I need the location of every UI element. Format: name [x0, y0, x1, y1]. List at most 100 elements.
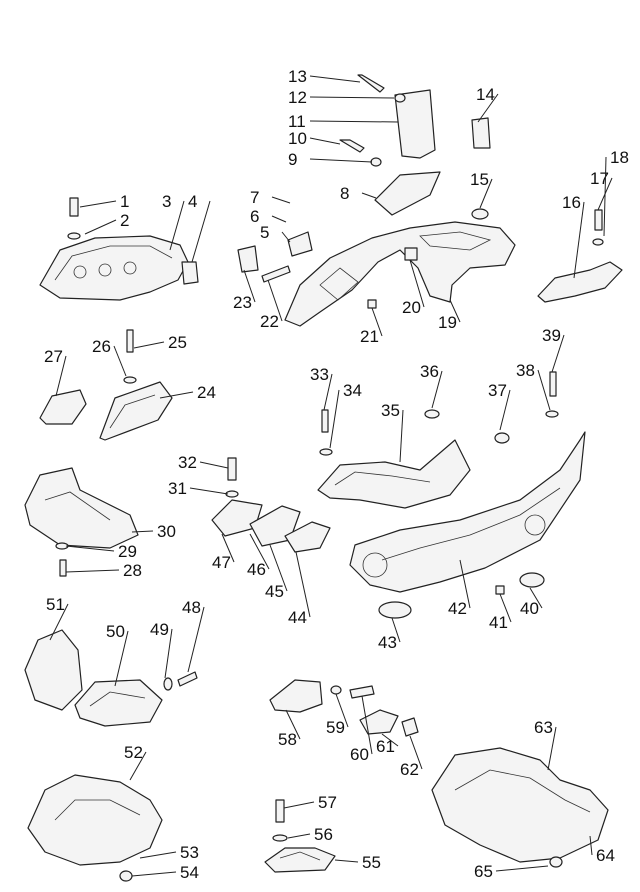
callout-number-62: 62	[400, 760, 419, 779]
leader-line-23	[243, 269, 256, 303]
callout-number-36: 36	[420, 362, 439, 381]
leader-line-4	[191, 200, 211, 263]
leader-line-16	[573, 201, 585, 279]
callout-number-46: 46	[247, 560, 266, 579]
callout-number-19: 19	[438, 313, 457, 332]
callout-number-3: 3	[162, 192, 171, 211]
leader-line-2	[84, 219, 117, 235]
leader-line-58	[285, 709, 301, 740]
callout-number-53: 53	[180, 843, 199, 862]
callout-number-23: 23	[233, 293, 252, 312]
leader-line-18	[603, 156, 607, 237]
leader-line-11	[309, 120, 399, 123]
leader-line-31	[189, 487, 229, 495]
leader-line-1	[79, 200, 117, 208]
leader-line-13	[309, 75, 361, 83]
leader-line-52	[129, 751, 147, 781]
callout-number-28: 28	[123, 561, 142, 580]
leader-line-32	[199, 461, 229, 469]
leader-line-9	[309, 158, 373, 163]
callout-number-45: 45	[265, 582, 284, 601]
leader-line-14	[477, 93, 499, 123]
callout-number-63: 63	[534, 718, 553, 737]
callout-number-13: 13	[288, 67, 307, 86]
leader-line-47	[221, 533, 235, 563]
callout-number-42: 42	[448, 599, 467, 618]
leader-line-26	[113, 345, 127, 377]
callout-number-12: 12	[288, 88, 307, 107]
callout-number-43: 43	[378, 633, 397, 652]
callout-number-21: 21	[360, 327, 379, 346]
callout-number-14: 14	[476, 85, 495, 104]
leader-line-3	[169, 200, 185, 251]
callout-number-6: 6	[250, 207, 259, 226]
leader-line-8	[361, 192, 377, 199]
callout-number-11: 11	[288, 112, 306, 131]
leader-line-41	[499, 593, 512, 623]
cylinder-cover-assembly	[39, 197, 199, 301]
callout-number-30: 30	[157, 522, 176, 541]
callout-number-10: 10	[288, 129, 307, 148]
leader-line-29	[65, 545, 115, 552]
leader-line-28	[65, 569, 120, 573]
callout-number-1: 1	[120, 192, 129, 211]
leader-line-43	[391, 617, 401, 643]
leader-line-45	[269, 544, 288, 592]
callout-number-16: 16	[562, 193, 581, 212]
lower-right-cover-assembly	[431, 747, 609, 868]
callout-number-29: 29	[118, 542, 137, 561]
callout-number-56: 56	[314, 825, 333, 844]
leader-line-30	[131, 530, 154, 533]
lower-center-bracket-assembly	[264, 679, 419, 873]
leader-line-51	[49, 603, 69, 641]
leader-line-60	[361, 695, 373, 755]
callout-number-37: 37	[488, 381, 507, 400]
leader-line-33	[323, 373, 333, 411]
lower-left-cover-assembly	[24, 629, 198, 882]
callout-number-58: 58	[278, 730, 297, 749]
leader-line-46	[249, 533, 270, 570]
callout-number-18: 18	[610, 148, 629, 167]
leader-line-57	[283, 801, 315, 809]
callout-number-65: 65	[474, 862, 493, 881]
lower-left-deflector-assembly	[24, 457, 331, 577]
callout-number-51: 51	[46, 595, 65, 614]
leader-line-5	[281, 231, 291, 243]
main-cooling-tin-assembly	[317, 371, 586, 619]
leader-line-42	[459, 559, 471, 609]
callout-number-35: 35	[381, 401, 400, 420]
leader-line-24	[159, 391, 194, 399]
leader-line-6	[271, 215, 287, 223]
callout-number-41: 41	[489, 613, 508, 632]
leader-line-25	[133, 341, 165, 349]
leader-line-22	[267, 279, 283, 322]
callout-number-4: 4	[188, 192, 197, 211]
leader-line-34	[329, 389, 340, 449]
leader-line-65	[495, 865, 549, 872]
leader-line-12	[309, 96, 395, 99]
leader-line-48	[187, 606, 205, 673]
leader-line-37	[499, 389, 511, 431]
leader-line-50	[114, 630, 129, 687]
leader-line-59	[335, 693, 349, 728]
callout-number-33: 33	[310, 365, 329, 384]
leader-line-35	[399, 409, 404, 463]
callout-number-32: 32	[178, 453, 197, 472]
left-shroud-assembly	[39, 329, 173, 441]
leader-line-7	[271, 196, 291, 204]
callout-number-34: 34	[343, 381, 362, 400]
leader-line-49	[164, 628, 173, 679]
callout-number-50: 50	[106, 622, 125, 641]
callout-number-24: 24	[197, 383, 216, 402]
leader-line-62	[409, 735, 423, 770]
callout-number-61: 61	[376, 737, 395, 756]
leader-line-64	[589, 835, 593, 856]
callout-number-2: 2	[120, 211, 129, 230]
callout-number-17: 17	[590, 169, 609, 188]
callout-number-26: 26	[92, 337, 111, 356]
callout-number-38: 38	[516, 361, 535, 380]
leader-line-63	[547, 726, 557, 771]
leader-line-39	[551, 334, 565, 373]
leader-line-20	[409, 259, 425, 308]
